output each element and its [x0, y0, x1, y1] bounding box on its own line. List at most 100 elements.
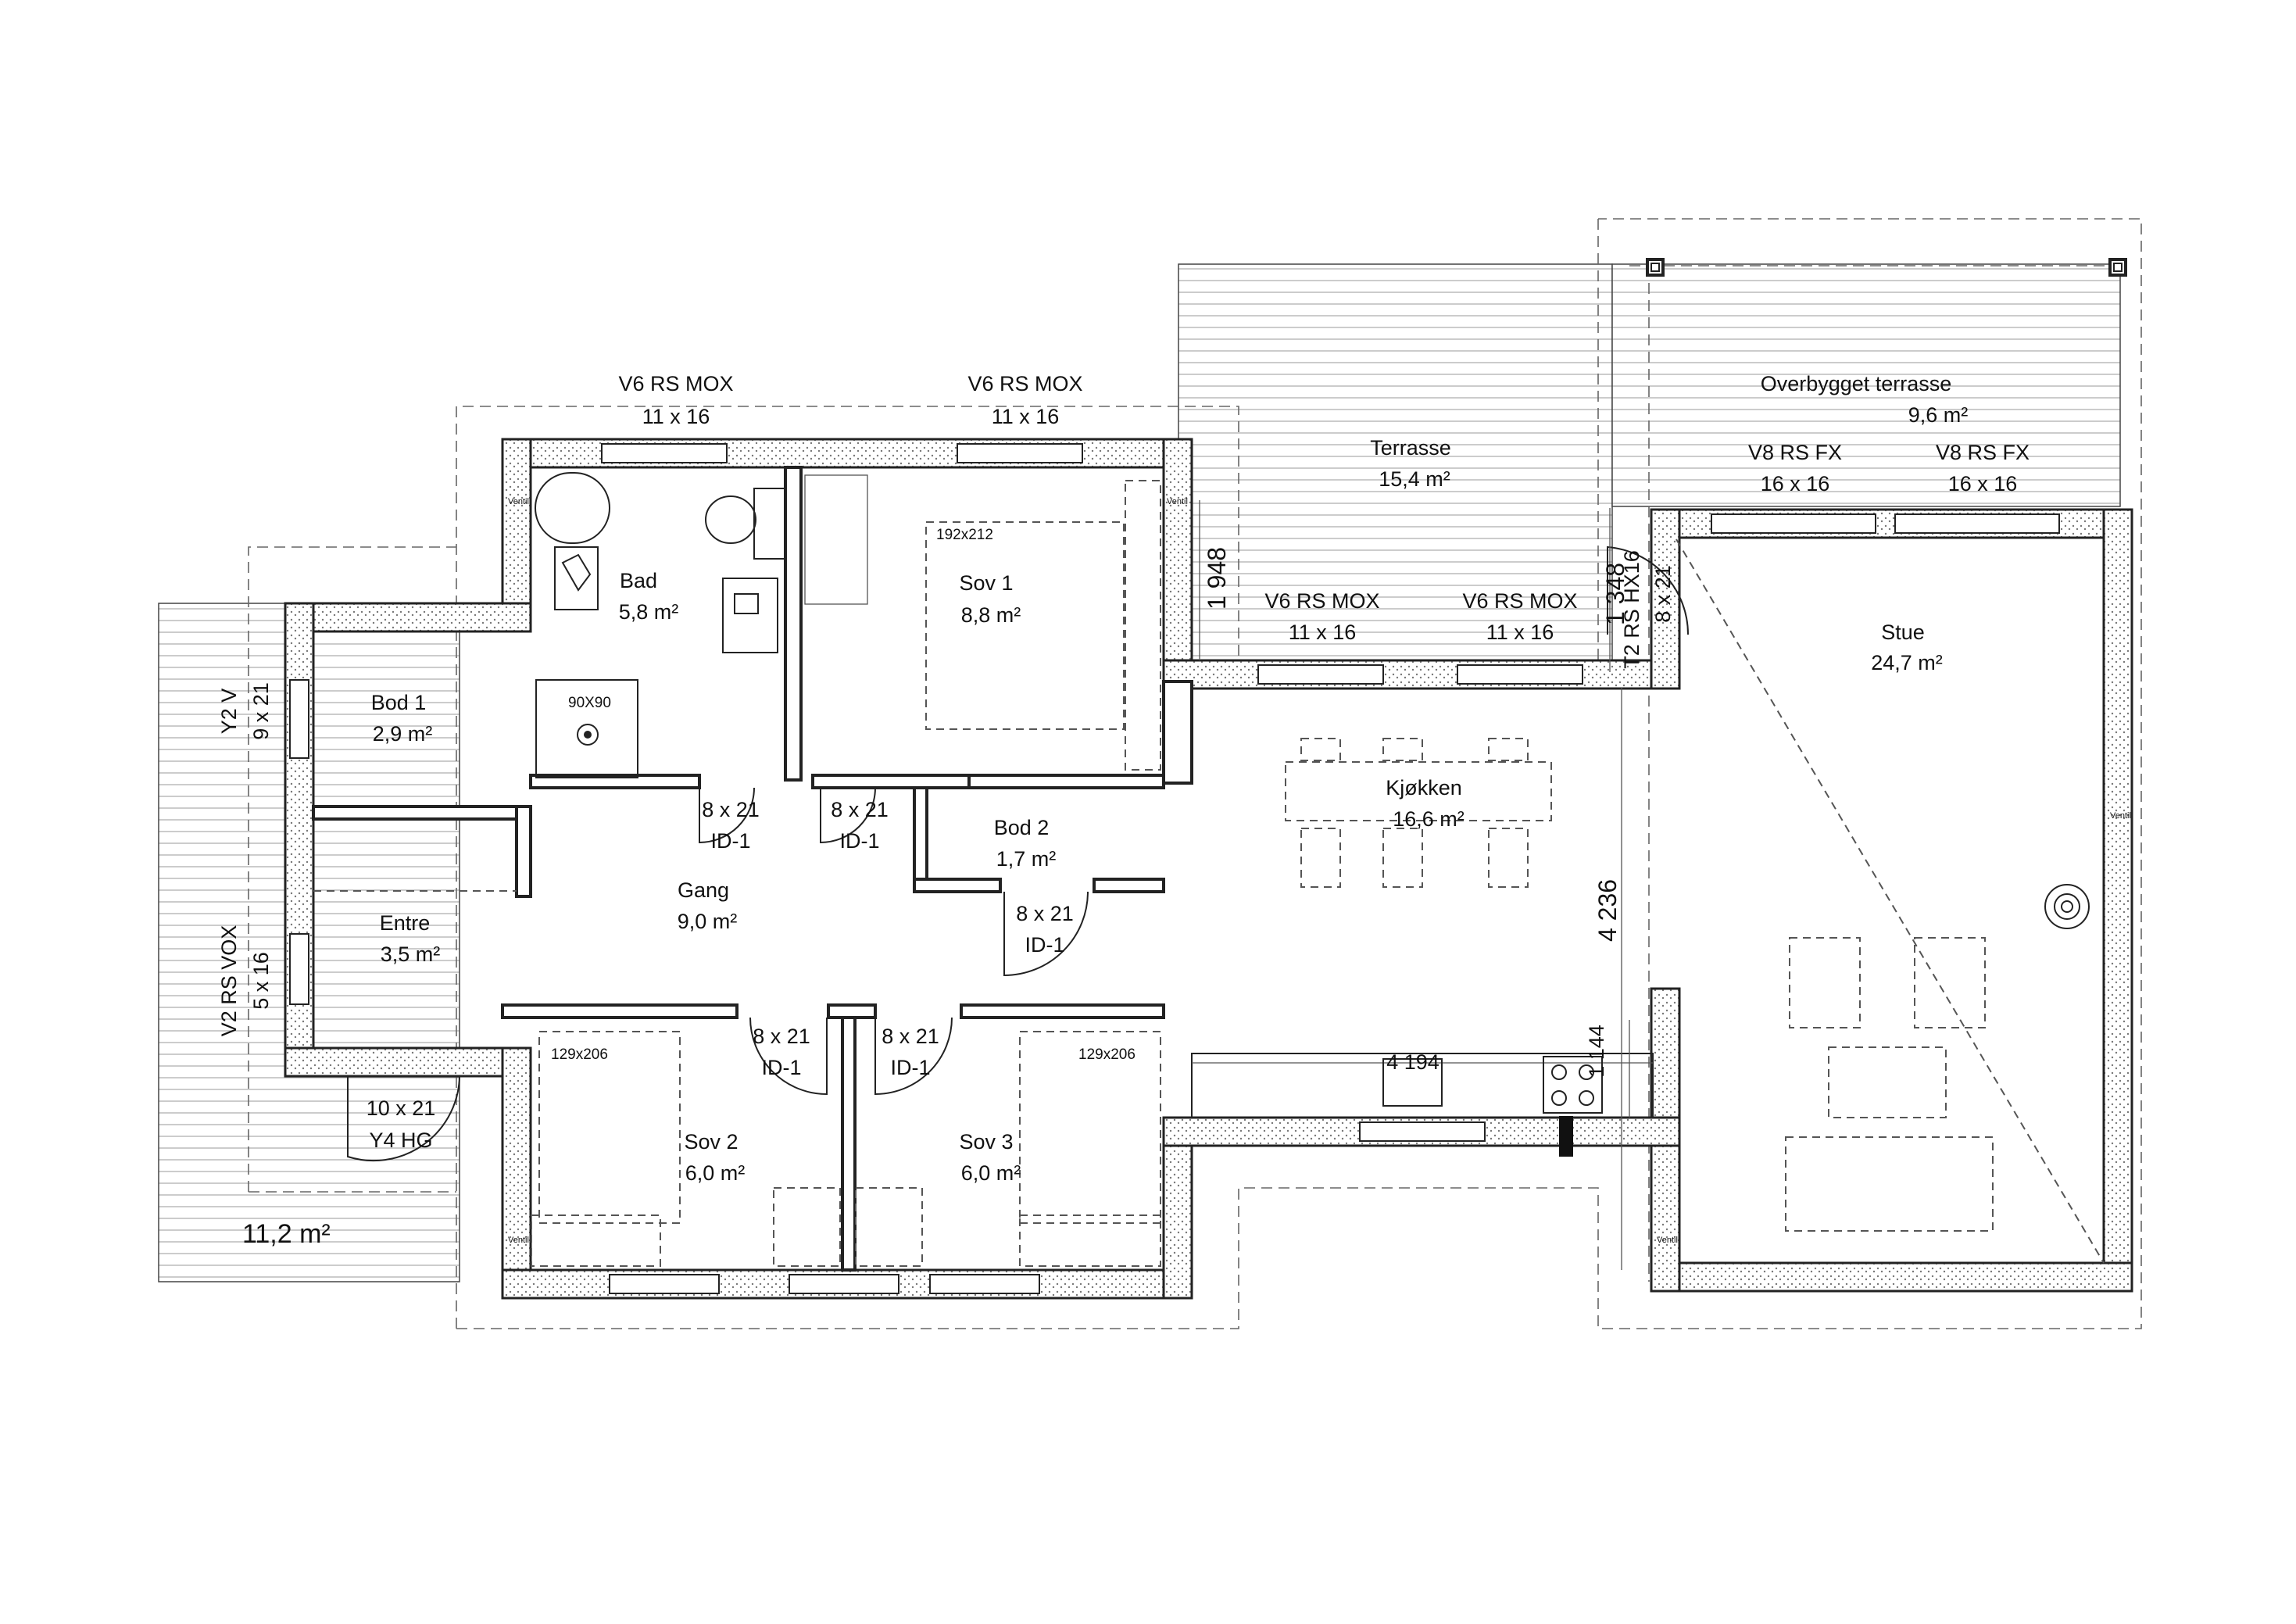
bed-size-sov2: 129x206: [551, 1046, 608, 1063]
cooktop: [1543, 1056, 1603, 1114]
window-top2-type: V6 RS MOX: [967, 372, 1082, 395]
furniture: [313, 472, 2105, 1267]
ventil-label-1: Ventil: [508, 497, 529, 506]
room-labels: Bad 5,8 m² 192x212 Sov 1 8,8 m² Bod 1 2,…: [242, 372, 1968, 1249]
door-bad-size: 8 x 21: [702, 798, 760, 821]
ventil-label-3: Ventil: [2110, 811, 2131, 821]
room-bod1-area: 2,9 m²: [373, 722, 433, 746]
sink: [722, 578, 778, 653]
terrace-deck: [1178, 263, 2121, 679]
door-sov3-type: ID-1: [890, 1056, 930, 1079]
covered-terrace-area: 9,6 m²: [1908, 403, 1969, 427]
window-left-y2-type: Y2 V: [217, 689, 241, 735]
window-left-y2-size: 9 x 21: [249, 682, 273, 740]
room-bad-name: Bad: [620, 569, 657, 592]
door-entre-size: 10 x 21: [367, 1096, 436, 1120]
window-mid2-type: V6 RS MOX: [1462, 589, 1577, 613]
door-sov3-size: 8 x 21: [882, 1025, 939, 1048]
dimension-4236: 4 236: [1593, 879, 1622, 942]
terrace-area: 15,4 m²: [1379, 467, 1450, 491]
window-fx2-size: 16 x 16: [1948, 472, 2018, 495]
interior-walls: [312, 466, 1193, 1272]
room-bad-area: 5,8 m²: [619, 600, 679, 624]
bed-sov2: [538, 1031, 681, 1224]
ventil-label-5: Ventil: [1657, 1236, 1678, 1245]
dining-table: [1285, 761, 1552, 821]
dimension-1144: 1 144: [1585, 1025, 1608, 1078]
door-bod2-type: ID-1: [1025, 933, 1064, 957]
door-sov1-type: ID-1: [839, 829, 879, 853]
posts: [1646, 258, 2127, 277]
bed-sov3: [1019, 1031, 1161, 1224]
room-sov3-area: 6,0 m²: [961, 1161, 1021, 1185]
door-entre-type: Y4 HG: [369, 1129, 432, 1152]
door-sov1-size: 8 x 21: [831, 798, 889, 821]
window-fx2-type: V8 RS FX: [1936, 441, 2030, 464]
roof-outline: [248, 218, 2142, 1329]
window-mid2-size: 11 x 16: [1486, 621, 1554, 644]
armchair-1: [1789, 937, 1861, 1028]
room-entre-area: 3,5 m²: [381, 943, 441, 966]
dimension-lines: [1199, 500, 1630, 1270]
armchair-2: [1914, 937, 1986, 1028]
room-bod1-name: Bod 1: [371, 691, 427, 714]
washbasin-round: [535, 472, 610, 544]
dimension-1348: 1 348: [1601, 563, 1629, 625]
door-bad-type: ID-1: [710, 829, 750, 853]
room-kjokken-area: 16,6 m²: [1393, 807, 1465, 831]
bed-size-sov3: 129x206: [1078, 1046, 1135, 1063]
room-entre-name: Entre: [380, 911, 431, 935]
dimension-4194: 4 194: [1386, 1050, 1439, 1074]
window-top1-type: V6 RS MOX: [618, 372, 733, 395]
shower-size-label: 90X90: [568, 695, 611, 711]
kitchen-counter: [1191, 1053, 1654, 1118]
left-deck-area: 11,2 m²: [242, 1219, 331, 1249]
room-gang-name: Gang: [678, 878, 729, 902]
door-labels: 8 x 21 ID-1 8 x 21 ID-1 8 x 21 ID-1 8 x …: [367, 798, 1074, 1152]
coffee-table: [1828, 1046, 1947, 1118]
room-sov1-area: 8,8 m²: [961, 603, 1021, 627]
window-fx1-size: 16 x 16: [1761, 472, 1830, 495]
room-bod2-name: Bod 2: [994, 816, 1050, 839]
window-t2-type: T2 RS HX16: [1620, 550, 1643, 669]
toilet: [705, 495, 756, 544]
room-sov2-name: Sov 2: [684, 1130, 738, 1154]
door-sov2-size: 8 x 21: [753, 1025, 810, 1048]
room-stue-area: 24,7 m²: [1871, 651, 1943, 674]
chimney: [1559, 1116, 1573, 1157]
room-kjokken-name: Kjøkken: [1386, 776, 1462, 799]
window-fx1-type: V8 RS FX: [1748, 441, 1842, 464]
room-sov3-name: Sov 3: [959, 1130, 1013, 1154]
window-t2-size: 8 x 21: [1651, 565, 1675, 623]
ventil-label-4: Ventil: [508, 1236, 529, 1245]
window-mid1-size: 11 x 16: [1289, 621, 1357, 644]
sofa: [1785, 1136, 1994, 1232]
bed-sov1: [925, 521, 1125, 730]
shower-tray: [554, 546, 599, 610]
dimension-1948: 1 948: [1203, 547, 1231, 610]
window-top1-size: 11 x 16: [642, 405, 710, 428]
door-bod2-size: 8 x 21: [1016, 902, 1074, 925]
door-swings: [347, 546, 1690, 1162]
room-bod2-area: 1,7 m²: [996, 847, 1057, 871]
room-sov1-name: Sov 1: [959, 571, 1013, 595]
shower-box: [535, 679, 638, 778]
covered-terrace-name: Overbygget terrasse: [1761, 372, 1952, 395]
window-top2-size: 11 x 16: [992, 405, 1060, 428]
window-left-vox-type: V2 RS VOX: [217, 925, 241, 1037]
fixture-labels: 90X90 Ventil Ventil Ventil Ventil Ventil: [508, 497, 2131, 1245]
room-gang-area: 9,0 m²: [678, 910, 738, 933]
window-labels: V6 RS MOX 11 x 16 V6 RS MOX 11 x 16 V6 R…: [217, 372, 2030, 1036]
stove: [2044, 884, 2090, 929]
room-sov2-area: 6,0 m²: [685, 1161, 746, 1185]
window-mid1-type: V6 RS MOX: [1264, 589, 1379, 613]
bed-size-sov1: 192x212: [936, 527, 993, 543]
kitchen-sink: [1382, 1058, 1443, 1107]
dimension-labels: 1 948 1 348 4 236 1 144 4 194: [1203, 547, 1629, 1078]
terrace-name: Terrasse: [1370, 436, 1451, 460]
door-sov2-type: ID-1: [761, 1056, 801, 1079]
window-left-vox-size: 5 x 16: [249, 952, 273, 1010]
room-stue-name: Stue: [1881, 621, 1925, 644]
ventil-label-2: Ventil: [1167, 497, 1188, 506]
